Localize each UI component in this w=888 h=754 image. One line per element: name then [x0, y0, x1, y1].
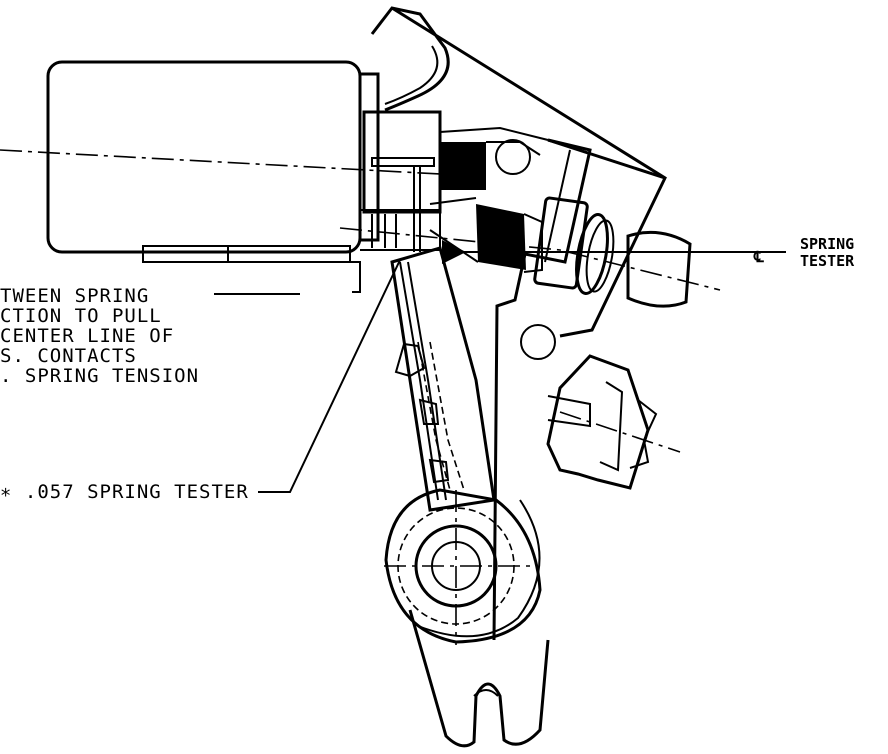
coil-body: [46, 60, 380, 293]
note-line-2: CTION TO PULL: [0, 305, 162, 327]
centerline-symbol: ℄: [753, 248, 764, 266]
right-bracket: [492, 138, 592, 641]
upper-spring: [439, 126, 549, 190]
tester-callout-leader: [258, 259, 401, 493]
note-line-1: TWEEN SPRING: [0, 285, 149, 307]
arrow-head-icon: [442, 240, 466, 264]
centerline-marker: ℄ SPRING TESTER: [753, 235, 855, 270]
lower-hole: [520, 324, 556, 360]
note-line-3: CENTER LINE OF: [0, 325, 174, 347]
note-block: TWEEN SPRING CTION TO PULL CENTER LINE O…: [0, 285, 300, 387]
bottom-fork: [408, 609, 550, 748]
tester-callout-text: ∗ .057 SPRING TESTER: [0, 481, 249, 503]
centerline-label-line2: TESTER: [800, 252, 855, 270]
lower-contact-bracket: [546, 354, 658, 490]
centerline-label-line1: SPRING: [800, 235, 854, 253]
armature-lever: [390, 246, 496, 512]
tension-spring: [429, 197, 543, 273]
centerlines: [0, 149, 721, 645]
terminal-block: [360, 110, 442, 252]
upper-hole: [495, 139, 531, 175]
note-line-5: . SPRING TENSION: [0, 365, 199, 387]
spring-tester-line: [440, 240, 780, 264]
tester-callout: ∗ .057 SPRING TESTER: [0, 259, 401, 503]
note-line-4: S. CONTACTS: [0, 345, 137, 367]
